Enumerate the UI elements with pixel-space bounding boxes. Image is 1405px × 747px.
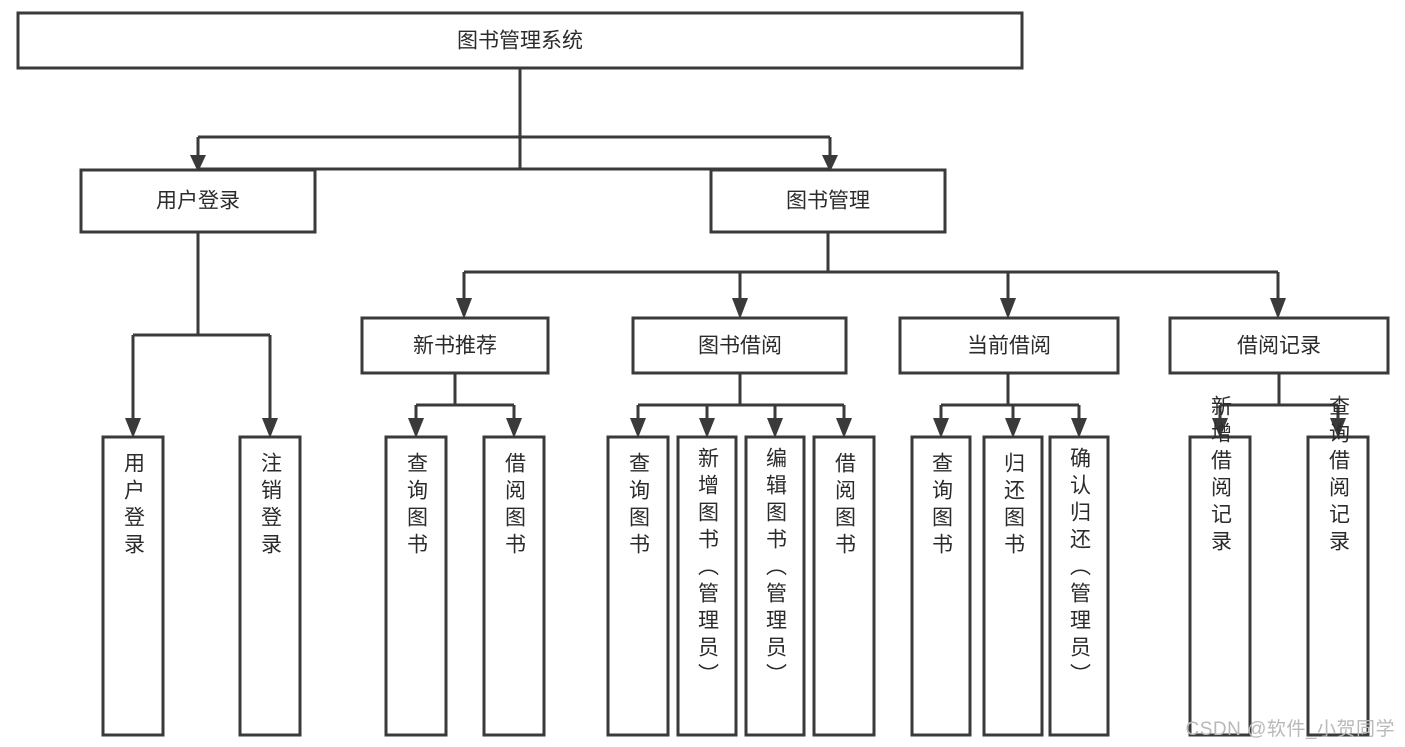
arrow-head-user-login: [190, 155, 206, 172]
leaf-record-query-label: 查询借阅记录: [1327, 395, 1351, 557]
node-user-login[interactable]: 用户登录: [79, 168, 317, 234]
leaf-borrow-edit-book-admin-label: 编辑图书（管理员）: [764, 447, 788, 690]
leaf-borrow-add-book-admin[interactable]: 新增图书（管理员）: [676, 435, 738, 737]
leaf-current-confirm-return-admin-box[interactable]: [1048, 435, 1110, 737]
leaf-rec-borrow-book-label: 借阅图书: [503, 452, 527, 560]
node-user-login-box[interactable]: [79, 168, 317, 234]
node-root-system[interactable]: 图书管理系统: [16, 11, 1024, 70]
arrow-head-book-borrow: [732, 298, 748, 319]
node-root-system-box[interactable]: [16, 11, 1024, 70]
leaf-record-add-label: 新增借阅记录: [1209, 395, 1233, 557]
leaf-borrow-add-book-admin-box[interactable]: [676, 435, 738, 737]
leaf-current-confirm-return-admin[interactable]: 确认归还（管理员）: [1048, 435, 1110, 737]
leaf-rec-borrow-book-box[interactable]: [482, 435, 546, 737]
node-current-borrow-box[interactable]: [898, 316, 1120, 375]
arrow-head-record-add: [1212, 418, 1228, 438]
leaf-rec-borrow-book[interactable]: 借阅图书: [482, 435, 546, 737]
node-new-book-recommend-box[interactable]: [360, 316, 550, 375]
node-borrow-record[interactable]: 借阅记录: [1168, 316, 1390, 375]
node-book-borrow[interactable]: 图书借阅: [631, 316, 848, 375]
leaf-current-return-book[interactable]: 归还图书: [982, 435, 1044, 737]
leaf-borrow-lend-book-box[interactable]: [812, 435, 876, 737]
leaf-rec-query-book[interactable]: 查询图书: [384, 435, 448, 737]
leaf-borrow-lend-book-label: 借阅图书: [833, 452, 857, 560]
arrow-head-borrow-edit-book: [767, 418, 783, 438]
node-new-book-recommend-label: 新书推荐: [413, 335, 497, 358]
arrow-head-borrow-query-book: [630, 418, 646, 438]
leaf-rec-query-book-label: 查询图书: [405, 452, 429, 560]
leaf-current-confirm-return-admin-label: 确认归还（管理员）: [1068, 447, 1092, 690]
node-new-book-recommend[interactable]: 新书推荐: [360, 316, 550, 375]
leaf-borrow-edit-book-admin-box[interactable]: [744, 435, 806, 737]
leaf-record-add-box[interactable]: [1188, 435, 1252, 737]
leaf-current-query-book-box[interactable]: [910, 435, 972, 737]
leaf-current-query-book-label: 查询图书: [930, 452, 954, 560]
leaf-borrow-query-book-box[interactable]: [606, 435, 670, 737]
arrow-head-borrow-lend-book: [836, 418, 852, 438]
leaf-record-query-box[interactable]: [1306, 435, 1370, 737]
leaf-record-add[interactable]: 新增借阅记录: [1188, 395, 1252, 737]
arrow-head-new-book-rec: [456, 298, 472, 319]
node-book-borrow-label: 图书借阅: [698, 335, 782, 358]
node-user-login-label: 用户登录: [156, 190, 240, 213]
arrow-head-rec-query-book: [408, 418, 424, 438]
leaf-user-login-label: 用户登录: [122, 452, 146, 560]
arrow-head-book-manage: [822, 155, 838, 172]
node-book-borrow-box[interactable]: [631, 316, 848, 375]
leaf-rec-query-book-box[interactable]: [384, 435, 448, 737]
arrow-head-current-query-book: [933, 418, 949, 438]
node-book-management-box[interactable]: [709, 168, 947, 234]
leaf-borrow-query-book-label: 查询图书: [627, 452, 651, 560]
leaf-current-query-book[interactable]: 查询图书: [910, 435, 972, 737]
leaf-logout-login-label: 注销登录: [259, 452, 283, 560]
node-current-borrow-label: 当前借阅: [967, 335, 1051, 358]
leaf-current-return-book-box[interactable]: [982, 435, 1044, 737]
leaf-logout-login-box[interactable]: [238, 435, 302, 737]
arrow-head-record-query: [1330, 418, 1346, 438]
arrow-head-rec-borrow-book: [506, 418, 522, 438]
arrow-head-current-confirm-return: [1071, 418, 1087, 438]
leaf-borrow-lend-book[interactable]: 借阅图书: [812, 435, 876, 737]
node-borrow-record-label: 借阅记录: [1237, 335, 1321, 358]
node-book-management-label: 图书管理: [786, 190, 870, 213]
leaf-logout-login[interactable]: 注销登录: [238, 435, 302, 737]
leaf-borrow-query-book[interactable]: 查询图书: [606, 435, 670, 737]
node-borrow-record-box[interactable]: [1168, 316, 1390, 375]
arrow-head-logout-leaf: [262, 418, 278, 438]
node-current-borrow[interactable]: 当前借阅: [898, 316, 1120, 375]
leaf-record-query[interactable]: 查询借阅记录: [1306, 395, 1370, 737]
leaf-user-login-box[interactable]: [101, 435, 165, 737]
connector-layer: [125, 68, 1346, 438]
arrow-head-borrow-record: [1270, 298, 1286, 319]
arrow-head-user-login-leaf: [125, 418, 141, 438]
leaf-user-login[interactable]: 用户登录: [101, 435, 165, 737]
csdn-watermark: CSDN @软件_小贺同学: [1185, 719, 1395, 740]
leaf-borrow-edit-book-admin[interactable]: 编辑图书（管理员）: [744, 435, 806, 737]
leaf-borrow-add-book-admin-label: 新增图书（管理员）: [696, 447, 720, 690]
arrow-head-current-borrow: [1000, 298, 1016, 319]
node-root-system-label: 图书管理系统: [457, 30, 583, 53]
leaf-current-return-book-label: 归还图书: [1002, 452, 1026, 560]
node-book-management[interactable]: 图书管理: [709, 168, 947, 234]
arrow-head-current-return-book: [1005, 418, 1021, 438]
arrow-head-borrow-add-book: [699, 418, 715, 438]
